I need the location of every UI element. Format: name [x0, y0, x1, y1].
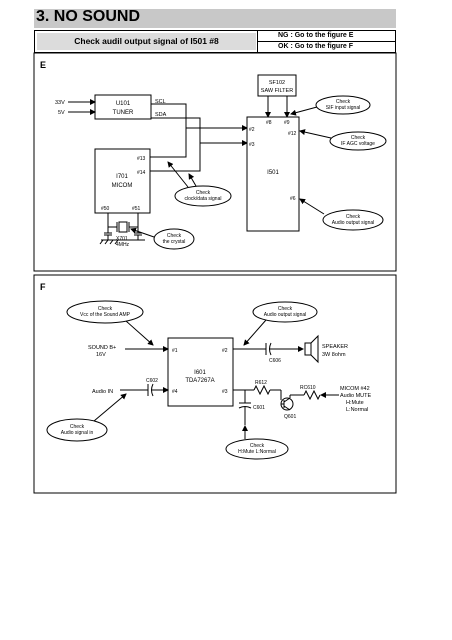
svg-text:Vcc of the Sound AMP: Vcc of the Sound AMP [80, 312, 131, 318]
rc610-label: RC610 [300, 385, 316, 391]
title-bar: 3. NO SOUND [34, 8, 396, 28]
figure-f-frame [33, 274, 397, 494]
tuner-5v-label: 5V [58, 110, 65, 116]
svg-text:clock/data signal: clock/data signal [185, 196, 222, 202]
crystal-freq: 4MHz [116, 242, 130, 248]
i601-pin3: #3 [222, 389, 228, 395]
svg-text:Check: Check [351, 135, 366, 141]
audio-in-label: Audio IN [92, 389, 113, 395]
check-sif-bubble: Check SIF input signal [315, 95, 371, 115]
micom-pin13: #13 [137, 156, 146, 162]
i501-pin9: #9 [284, 120, 290, 126]
i501-pin2: #2 [249, 127, 255, 133]
tuner-name: U101 [116, 101, 131, 107]
r612-label: R612 [255, 380, 267, 386]
micom-pin14: #14 [137, 170, 146, 176]
i601-pin4: #4 [172, 389, 178, 395]
i501-pin12: #12 [288, 131, 297, 137]
figure-e-label: E [40, 60, 46, 70]
tuner-block: U101 TUNER [94, 94, 152, 120]
i501-pin6: #6 [290, 196, 296, 202]
q601-transistor [280, 394, 298, 411]
svg-text:Check: Check [336, 99, 351, 105]
svg-text:SIF input signal: SIF input signal [326, 105, 360, 111]
rc610-resistor [303, 389, 321, 401]
i601-block: I601 TDA7267A #1 #2 #4 #3 [167, 337, 234, 407]
q601-label: Q601 [284, 414, 296, 420]
svg-text:Check: Check [70, 424, 85, 430]
c601-label: C601 [253, 405, 265, 411]
i601-pin2: #2 [222, 348, 228, 354]
speaker-spec: 3W 8ohm [322, 352, 346, 358]
check-mute-bubble: Check H:Mute L:Normal [225, 438, 289, 460]
saw-name: SF102 [269, 80, 285, 86]
r612-resistor [253, 384, 271, 396]
micom-pin51: #51 [132, 206, 141, 212]
figure-e-frame [33, 52, 397, 272]
check-instruction: Check audil output signal of I501 #8 [37, 33, 256, 50]
ng-option: NG : Go to the figure E [258, 31, 396, 42]
page-title: 3. NO SOUND [36, 8, 141, 25]
svg-text:Check: Check [98, 306, 113, 312]
i601-sub: TDA7267A [185, 378, 214, 384]
speaker-icon [304, 334, 319, 364]
micom-pin50: #50 [101, 206, 110, 212]
micom-mute-label-2: Audio MUTE [340, 393, 372, 399]
tuner-sub: TUNER [113, 110, 134, 116]
i601-pin1: #1 [172, 348, 178, 354]
check-crystal-bubble: Check the crystal [153, 228, 195, 250]
svg-text:IF AGC voltage: IF AGC voltage [341, 141, 375, 147]
svg-text:Audio signal in: Audio signal in [61, 430, 94, 436]
micom-mute-label-4: L:Normal [346, 407, 368, 413]
check-clock-bubble: Check clock/data signal [174, 185, 232, 207]
svg-text:Audio output signal: Audio output signal [264, 312, 307, 318]
saw-filter-block: SF102 SAW FILTER [257, 74, 297, 97]
svg-text:H:Mute L:Normal: H:Mute L:Normal [238, 449, 276, 455]
svg-text:Audio output signal: Audio output signal [332, 220, 375, 226]
sound-b-label: SOUND B+ [88, 345, 116, 351]
crystal-x701 [99, 213, 145, 245]
micom-mute-label-3: H:Mute [346, 400, 364, 406]
c606-label: C606 [269, 358, 281, 364]
svg-text:Check: Check [346, 214, 361, 220]
svg-text:Check: Check [196, 190, 211, 196]
svg-text:the crystal: the crystal [163, 239, 186, 245]
c602-label: C602 [146, 378, 158, 384]
i501-pin3: #3 [249, 142, 255, 148]
sda-label: SDA [155, 112, 167, 118]
svg-text:Check: Check [167, 233, 182, 239]
micom-mute-label-1: MICOM #42 [340, 386, 370, 392]
micom-block: I701 MICOM #13 #14 #50 #51 [94, 148, 151, 214]
i501-name: I501 [267, 170, 279, 176]
svg-text:Check: Check [278, 306, 293, 312]
saw-sub: SAW FILTER [261, 88, 293, 94]
scl-label: SCL [155, 99, 166, 105]
crystal-name: X701 [116, 236, 128, 242]
i601-name: I601 [194, 370, 206, 376]
check-audio-output-bubble: Check Audio output signal [322, 209, 384, 231]
result-options: NG : Go to the figure E OK : Go to the f… [257, 31, 396, 52]
check-audio-in-bubble: Check Audio signal in [46, 418, 108, 442]
sound-b-voltage: 16V [96, 352, 106, 358]
svg-text:Check: Check [250, 443, 265, 449]
tuner-33v-label: 33V [55, 100, 65, 106]
figure-f-label: F [40, 282, 46, 292]
check-agc-bubble: Check IF AGC voltage [329, 131, 387, 151]
check-vcc-bubble: Check Vcc of the Sound AMP [66, 300, 144, 324]
micom-name: I701 [116, 174, 128, 180]
micom-sub: MICOM [112, 183, 133, 189]
check-audio-out-bubble: Check Audio output signal [252, 301, 318, 323]
speaker-label: SPEAKER [322, 344, 348, 350]
ok-option: OK : Go to the figure F [278, 43, 354, 50]
i501-block: I501 #8 #9 #2 #3 #12 #6 [246, 116, 300, 232]
i501-pin8: #8 [266, 120, 272, 126]
